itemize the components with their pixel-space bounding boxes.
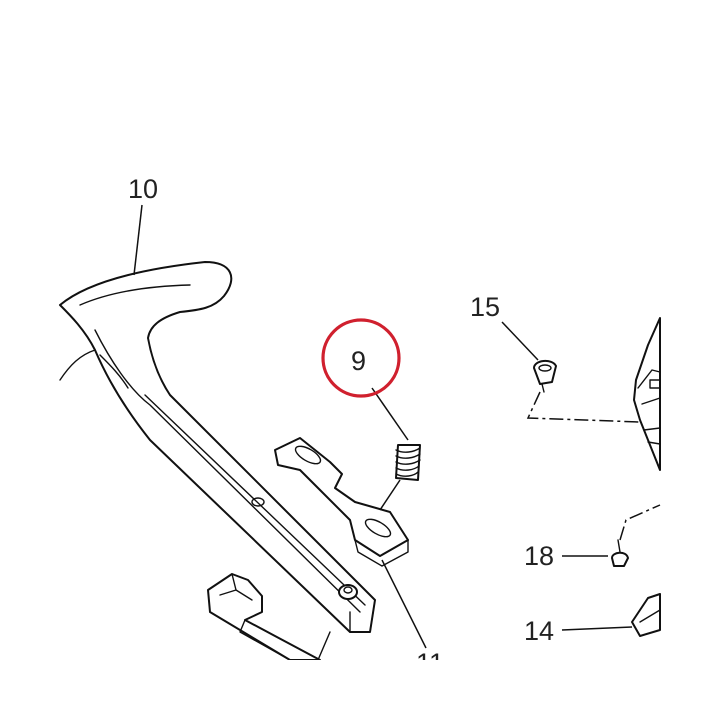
leader-15 bbox=[501, 321, 539, 361]
part-18-screw[interactable] bbox=[611, 539, 629, 567]
callout-14[interactable]: 14 bbox=[524, 616, 554, 646]
part-14-clip[interactable] bbox=[631, 593, 661, 637]
callout-18[interactable]: 18 bbox=[524, 541, 554, 571]
part-15-screw[interactable] bbox=[533, 360, 557, 393]
crop-mask-bottom bbox=[0, 660, 720, 720]
part-10-lever[interactable] bbox=[59, 261, 376, 633]
axis-line-18 bbox=[619, 504, 661, 541]
leader-10 bbox=[133, 204, 143, 276]
axis-line-15 bbox=[526, 391, 641, 423]
callout-10[interactable]: 10 bbox=[128, 174, 158, 204]
callout-9[interactable]: 9 bbox=[351, 346, 366, 376]
leader-14 bbox=[561, 626, 633, 631]
crop-mask-right bbox=[661, 0, 720, 720]
part-11-bracket[interactable] bbox=[274, 437, 409, 567]
pin-10-end bbox=[338, 584, 358, 600]
callout-15[interactable]: 15 bbox=[470, 292, 500, 322]
leader-9 bbox=[371, 387, 409, 441]
highlight-circle bbox=[321, 318, 401, 398]
latch-assembly[interactable] bbox=[207, 573, 331, 661]
part-9-spring[interactable] bbox=[395, 444, 421, 481]
leader-9-bracket bbox=[379, 479, 401, 511]
housing-right bbox=[633, 317, 661, 471]
leader-11 bbox=[381, 559, 427, 649]
